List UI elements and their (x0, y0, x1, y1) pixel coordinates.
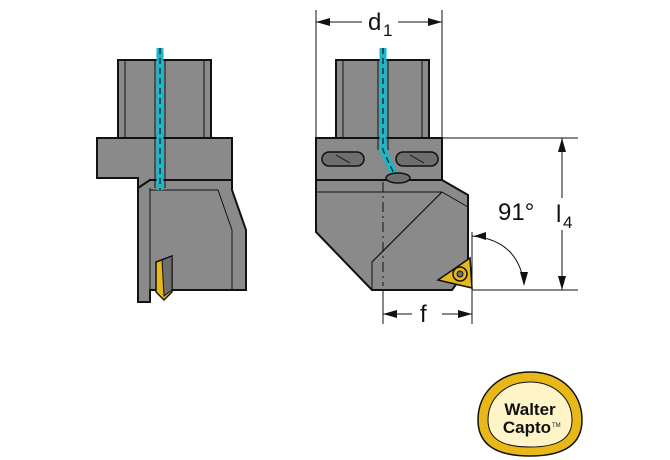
front-view-head (315, 179, 469, 291)
front-view-coolant-outlet (385, 172, 411, 184)
logo-line1: Walter (504, 400, 556, 419)
side-view-head (137, 179, 247, 303)
dimension-d1-label: d (368, 9, 381, 36)
logo-tm: TM (552, 423, 561, 429)
dimension-l4-sub: 4 (563, 213, 572, 232)
front-view (315, 48, 473, 291)
dimension-angle-label: 91° (498, 199, 534, 226)
walter-capto-logo: Walter Capto TM (477, 371, 583, 457)
dimension-d1-sub: 1 (383, 21, 392, 40)
dimension-l4-label: l (556, 201, 561, 228)
dimension-f-label: f (420, 301, 427, 328)
side-view (96, 48, 247, 303)
logo-line2: Capto (503, 418, 551, 437)
dimension-f: f (382, 290, 473, 328)
dimension-angle: 91° (471, 199, 534, 290)
dimension-d1: d 1 (315, 9, 443, 138)
dimension-l4: l 4 (442, 137, 578, 291)
